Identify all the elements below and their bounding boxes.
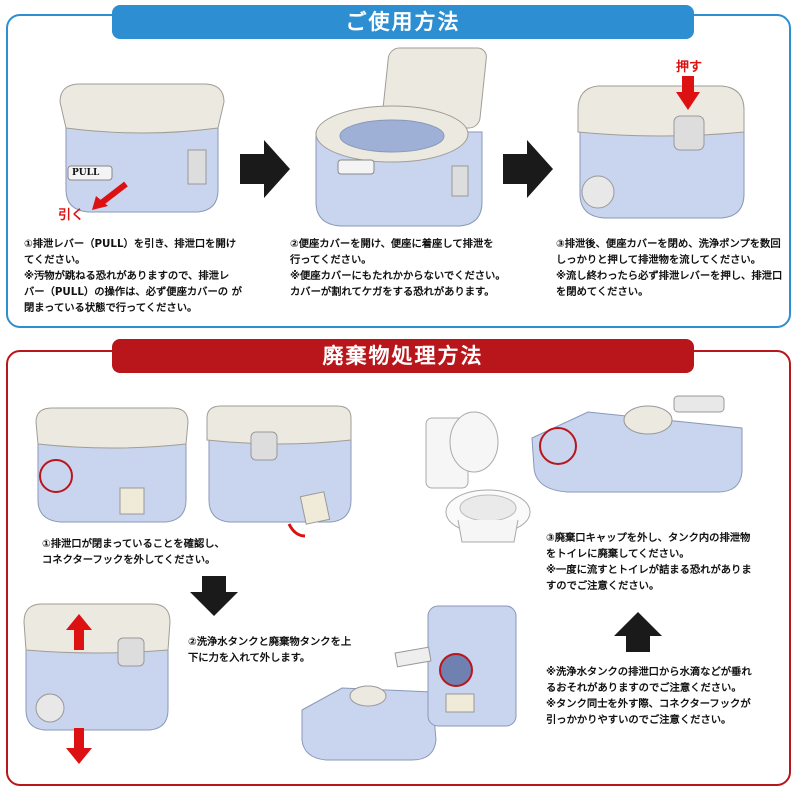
step-arrow-icon bbox=[240, 140, 290, 198]
push-arrow-icon bbox=[676, 76, 700, 110]
pull-arrow-icon bbox=[92, 181, 128, 210]
household-toilet-illustration bbox=[425, 411, 531, 543]
toilet-flush-illustration bbox=[577, 85, 745, 219]
toilet-closed-illustration bbox=[59, 83, 225, 213]
tank-separate-illustration bbox=[23, 603, 171, 731]
toilet-open-illustration bbox=[315, 47, 487, 227]
disposal-note: ※洗浄水タンクの排泄口から水滴などが垂れるおそれがありますのでご注意ください。※… bbox=[546, 666, 752, 726]
tanks-apart-illustration bbox=[301, 605, 517, 761]
push-label: 押す bbox=[676, 60, 703, 75]
down-arrow-red-icon bbox=[66, 728, 92, 764]
disposal-step-1: ①排泄口が閉まっていることを確認し、コネクターフックを外してください。 bbox=[42, 538, 225, 566]
up-arrow-icon bbox=[614, 612, 662, 652]
disposal-step-2: ②洗浄水タンクと廃棄物タンクを上下に力を入れて外します。 bbox=[188, 636, 352, 664]
toilet-closed-check-illustration bbox=[35, 407, 189, 523]
disposal-step-3: ③廃棄口キャップを外し、タンク内の排泄物をトイレに廃棄してください。※一度に流す… bbox=[546, 532, 752, 592]
step-arrow-icon-2 bbox=[503, 140, 553, 198]
hook-release-illustration bbox=[206, 405, 352, 538]
usage-step-2: ②便座カバーを開け、便座に着座して排泄を行ってください。※便座カバーにもたれかか… bbox=[290, 238, 506, 298]
up-arrow-red-icon bbox=[66, 614, 92, 650]
usage-step-1: ①排泄レバー（PULL）を引き、排泄口を開けてください。※汚物が跳ねる恐れがあり… bbox=[24, 238, 242, 314]
pull-label: 引く bbox=[58, 208, 85, 223]
usage-title: ご使用方法 bbox=[112, 5, 694, 39]
waste-tank-illustration bbox=[531, 395, 743, 493]
usage-step-3: ③排泄後、便座カバーを閉め、洗浄ポンプを数回しっかりと押して排泄物を流してくださ… bbox=[556, 238, 783, 298]
down-arrow-icon bbox=[190, 576, 238, 616]
disposal-title: 廃棄物処理方法 bbox=[112, 339, 694, 373]
pull-lever-label: PULL bbox=[72, 168, 100, 178]
